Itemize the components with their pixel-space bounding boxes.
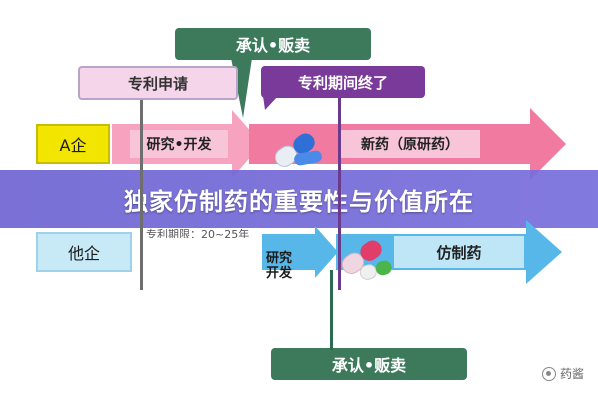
approval-sale-bottom-label: 承认•贩卖 [271, 348, 467, 380]
patent-expiration-text: 专利期间终了 [297, 73, 388, 92]
company-other-box: 他企 [36, 232, 132, 272]
page-title: 独家仿制药的重要性与价值所在 [124, 187, 474, 216]
approval-sale-bottom-text: 承认•贩卖 [331, 356, 407, 375]
company-a-box: A企 [36, 124, 110, 164]
patent-application-text: 专利申请 [127, 74, 188, 93]
new-drug-text: 新药（原研药） [361, 137, 459, 153]
watermark: 药酱 [541, 365, 584, 382]
title-banner: 独家仿制药的重要性与价值所在 [0, 170, 598, 228]
company-a-text: A企 [59, 136, 87, 155]
patent-expiration-label: 专利期间终了 [261, 66, 425, 98]
approval-sale-top-text: 承认•贩卖 [235, 36, 311, 55]
rd-other-label: 研究 开发 [266, 251, 293, 281]
new-drug-label-bg [340, 130, 480, 158]
approval-bottom-line [330, 270, 333, 350]
patent-application-label: 专利申请 [78, 66, 238, 100]
wechat-logo-icon [541, 366, 556, 381]
rd-a-label: 研究•开发 [130, 130, 228, 158]
rd-arrow-other [262, 226, 338, 278]
patent-application-line [140, 100, 143, 290]
rd-a-text: 研究•开发 [146, 137, 212, 153]
obscured-patent-term-text: 专利期限：20~25年 [146, 228, 250, 238]
generic-label: 仿制药 [394, 236, 524, 268]
company-other-text: 他企 [67, 244, 100, 263]
watermark-text: 药酱 [559, 367, 584, 381]
new-drug-label: 新药（原研药） [340, 130, 480, 158]
generic-label-bg [394, 236, 524, 268]
patent-expiration-line [338, 98, 341, 290]
approval-sale-top-label: 承认•贩卖 [175, 28, 371, 60]
generic-text: 仿制药 [436, 243, 482, 262]
